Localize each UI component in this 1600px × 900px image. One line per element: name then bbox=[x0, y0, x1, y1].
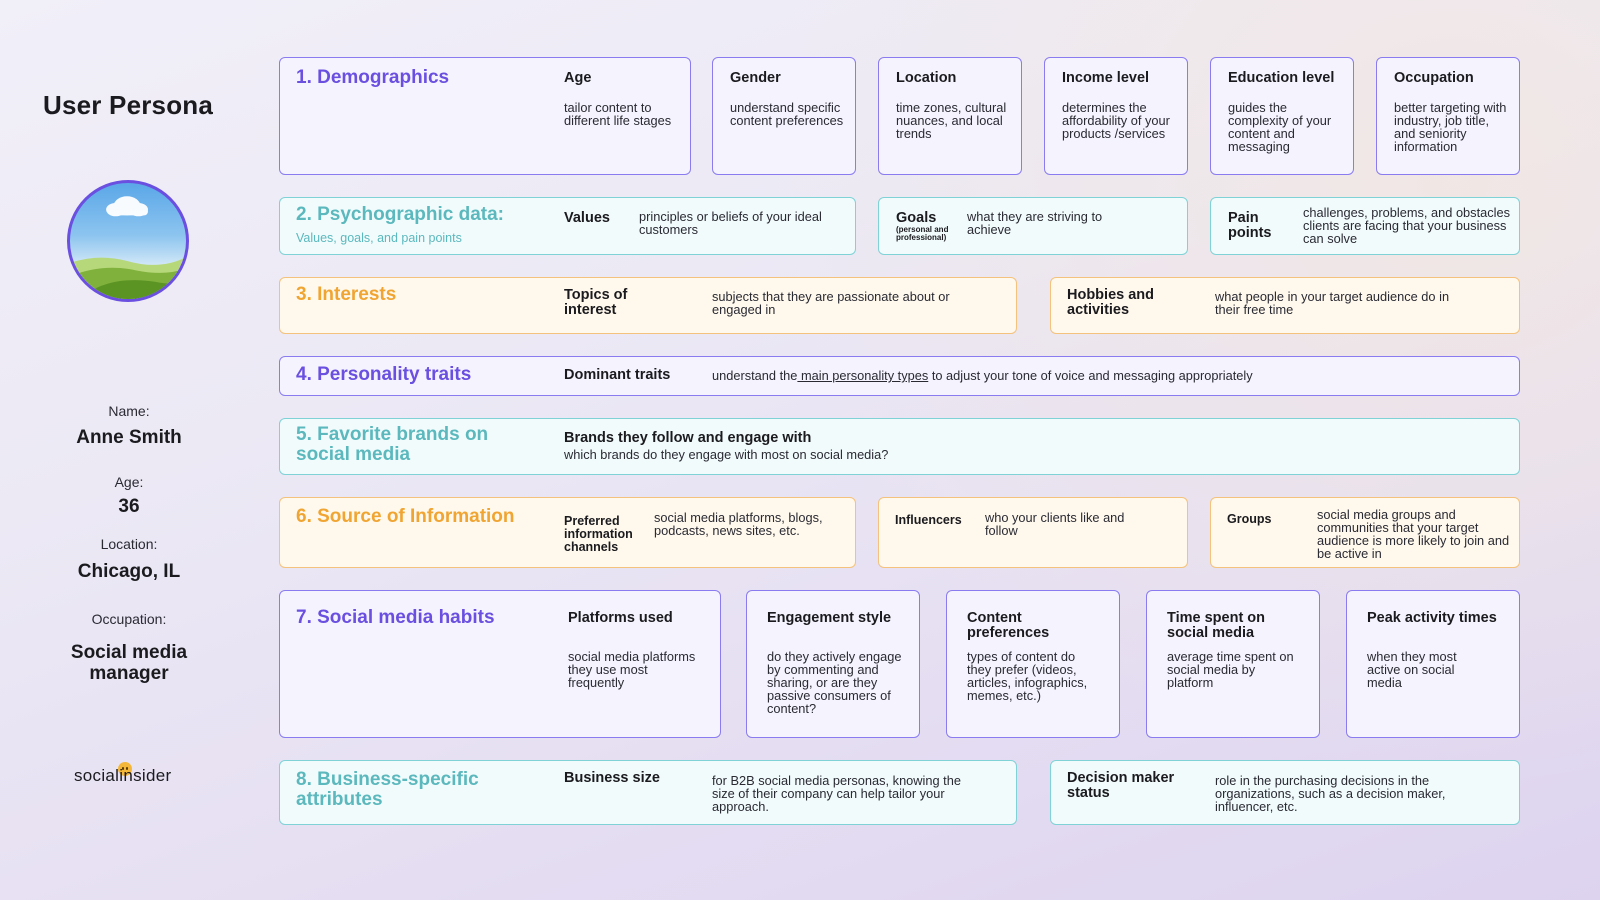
logo-text: socialinsider bbox=[74, 766, 172, 785]
peak-activity-card: Peak activity times when they most activ… bbox=[1346, 590, 1520, 738]
traits-desc-start: understand the bbox=[712, 368, 798, 383]
values-label: Values bbox=[564, 210, 610, 226]
personality-card: 4. Personality traits Dominant traits un… bbox=[279, 356, 1520, 396]
age-label: Age: bbox=[114, 474, 144, 490]
avatar-image bbox=[70, 196, 186, 299]
influencers-label: Influencers bbox=[895, 513, 962, 527]
brands-title: 5. Favorite brands on social media bbox=[296, 424, 489, 465]
interests-title: 3. Interests bbox=[296, 284, 397, 305]
topics-label: Topics of interest bbox=[564, 287, 628, 319]
occupation-card-desc: better targeting with industry, job titl… bbox=[1394, 100, 1507, 155]
content-preferences-label: Content preferences bbox=[967, 610, 1050, 642]
logo-smile-icon bbox=[118, 762, 132, 776]
time-spent-label: Time spent on social media bbox=[1167, 610, 1266, 642]
channels-label: Preferred information channels bbox=[564, 514, 633, 555]
engagement-style-desc: do they actively engage by commenting an… bbox=[767, 649, 902, 717]
demographics-title: 1. Demographics bbox=[296, 67, 450, 88]
habits-title: 7. Social media habits bbox=[296, 607, 495, 628]
gender-desc: understand specific content preferences bbox=[730, 100, 844, 129]
topics-desc: subjects that they are passionate about … bbox=[712, 289, 950, 318]
influencers-card: Influencers who your clients like and fo… bbox=[878, 497, 1188, 568]
education-card: Education level guides the complexity of… bbox=[1210, 57, 1354, 175]
content-preferences-desc: types of content do they prefer (videos,… bbox=[967, 649, 1088, 704]
location-value: Chicago, IL bbox=[77, 561, 181, 582]
demographics-card: 1. Demographics Age tailor content to di… bbox=[279, 57, 691, 175]
content-preferences-card: Content preferences types of content do … bbox=[946, 590, 1120, 738]
brands-desc: which brands do they engage with most on… bbox=[564, 447, 889, 462]
income-desc: determines the affordability of your pro… bbox=[1062, 100, 1170, 142]
hobbies-card: Hobbies and activities what people in yo… bbox=[1050, 277, 1520, 334]
landscape-avatar-icon bbox=[67, 180, 189, 302]
brands-card: 5. Favorite brands on social media Brand… bbox=[279, 418, 1520, 475]
engagement-style-label: Engagement style bbox=[767, 610, 892, 626]
income-label: Income level bbox=[1062, 70, 1150, 86]
pain-points-card: Pain points challenges, problems, and ob… bbox=[1210, 197, 1520, 255]
groups-card: Groups social media groups and communiti… bbox=[1210, 497, 1520, 568]
decision-maker-label: Decision maker status bbox=[1067, 770, 1175, 802]
business-size-desc: for B2B social media personas, knowing t… bbox=[712, 773, 961, 815]
decision-maker-desc: role in the purchasing decisions in the … bbox=[1215, 773, 1446, 815]
sources-card: 6. Source of Information Preferred infor… bbox=[279, 497, 856, 568]
location-label: Location bbox=[896, 70, 957, 86]
psychographic-subtitle: Values, goals, and pain points bbox=[296, 231, 462, 245]
time-spent-desc: average time spent on social media by pl… bbox=[1167, 649, 1294, 691]
groups-desc: social media groups and communities that… bbox=[1317, 507, 1510, 562]
brands-label: Brands they follow and engage with bbox=[564, 430, 812, 446]
hobbies-desc: what people in your target audience do i… bbox=[1215, 289, 1450, 318]
platforms-used-desc: social media platforms they use most fre… bbox=[568, 649, 696, 691]
channels-desc: social media platforms, blogs, podcasts,… bbox=[654, 510, 823, 539]
traits-desc-end: to adjust your tone of voice and messagi… bbox=[928, 368, 1253, 383]
goals-label: Goals bbox=[896, 210, 937, 226]
habits-card: 7. Social media habits Platforms used so… bbox=[279, 590, 721, 738]
occupation-card: Occupation better targeting with industr… bbox=[1376, 57, 1520, 175]
business-size-label: Business size bbox=[564, 770, 660, 786]
psychographic-title: 2. Psychographic data: bbox=[296, 204, 505, 225]
goals-card: Goals (personal and professional) what t… bbox=[878, 197, 1188, 255]
dominant-traits-desc: understand the main personality types to… bbox=[712, 369, 1253, 382]
interests-card: 3. Interests Topics of interest subjects… bbox=[279, 277, 1017, 334]
sources-title: 6. Source of Information bbox=[296, 506, 515, 527]
occupation-value: Social media manager bbox=[70, 642, 188, 684]
goals-note: (personal and professional) bbox=[896, 225, 949, 243]
business-card: 8. Business-specific attributes Business… bbox=[279, 760, 1017, 825]
gender-label: Gender bbox=[730, 70, 781, 86]
demographics-age-desc: tailor content to different life stages bbox=[564, 100, 672, 129]
business-title: 8. Business-specific attributes bbox=[296, 769, 479, 810]
time-spent-card: Time spent on social media average time … bbox=[1146, 590, 1320, 738]
location-card: Location time zones, cultural nuances, a… bbox=[878, 57, 1022, 175]
personality-types-link[interactable]: main personality types bbox=[797, 368, 929, 383]
income-card: Income level determines the affordabilit… bbox=[1044, 57, 1188, 175]
groups-label: Groups bbox=[1227, 512, 1272, 526]
education-label: Education level bbox=[1228, 70, 1335, 86]
name-label: Name: bbox=[108, 403, 150, 419]
pain-points-label: Pain points bbox=[1228, 210, 1272, 242]
location-desc: time zones, cultural nuances, and local … bbox=[896, 100, 1007, 142]
platforms-used-label: Platforms used bbox=[568, 610, 673, 626]
peak-activity-label: Peak activity times bbox=[1367, 610, 1497, 626]
page-title: User Persona bbox=[43, 90, 214, 120]
dominant-traits-label: Dominant traits bbox=[564, 367, 671, 383]
demographics-age-label: Age bbox=[564, 70, 592, 86]
goals-desc: what they are striving to achieve bbox=[967, 209, 1103, 238]
occupation-label: Occupation: bbox=[91, 611, 167, 627]
pain-points-desc: challenges, problems, and obstacles clie… bbox=[1303, 205, 1511, 247]
personality-title: 4. Personality traits bbox=[296, 364, 472, 385]
influencers-desc: who your clients like and follow bbox=[985, 510, 1125, 539]
occupation-card-label: Occupation bbox=[1394, 70, 1474, 86]
engagement-style-card: Engagement style do they actively engage… bbox=[746, 590, 920, 738]
hobbies-label: Hobbies and activities bbox=[1067, 287, 1155, 319]
location-label: Location: bbox=[100, 536, 158, 552]
socialinsider-logo: socialinsider bbox=[74, 762, 172, 786]
persona-sidebar: User Persona Name: Anne Smith Age: 36 Lo… bbox=[0, 0, 258, 900]
age-value: 36 bbox=[118, 496, 140, 517]
gender-card: Gender understand specific content prefe… bbox=[712, 57, 856, 175]
education-desc: guides the complexity of your content an… bbox=[1228, 100, 1332, 155]
values-desc: principles or beliefs of your ideal cust… bbox=[639, 209, 822, 238]
decision-maker-card: Decision maker status role in the purcha… bbox=[1050, 760, 1520, 825]
peak-activity-desc: when they most active on social media bbox=[1367, 649, 1457, 691]
name-value: Anne Smith bbox=[76, 427, 182, 448]
psychographic-card: 2. Psychographic data: Values, goals, an… bbox=[279, 197, 856, 255]
